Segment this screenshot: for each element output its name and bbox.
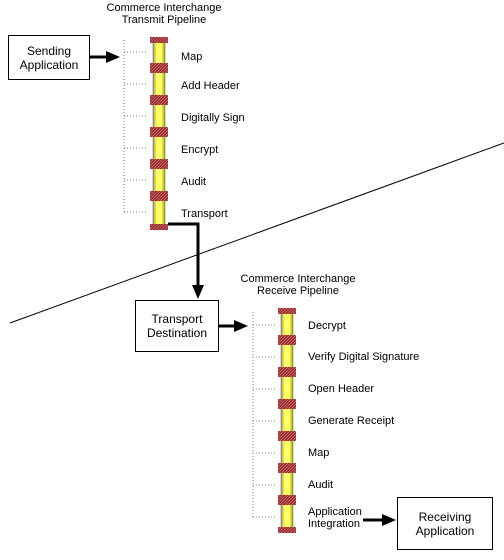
receive-step-map: Map (308, 447, 330, 459)
transport-line2: Destination (146, 326, 208, 340)
transmit-step-encrypt: Encrypt (181, 144, 219, 156)
sending-line1: Sending (26, 43, 72, 58)
pipe-joint (150, 191, 168, 201)
pipe-joint (278, 527, 296, 533)
app-integration-line1: Application (308, 506, 362, 518)
pipe-joint (150, 63, 168, 73)
pipe-joint (150, 224, 168, 230)
arrow-transmit-to-transport (168, 222, 204, 299)
transmit-pipeline-title: Commerce Interchange Transmit Pipeline (104, 2, 224, 26)
pipe-joint (150, 37, 168, 43)
receive-pipeline-title: Commerce Interchange Receive Pipeline (238, 273, 358, 297)
pipe-joint (278, 367, 296, 377)
transmit-title-line2: Transmit Pipeline (121, 14, 207, 26)
receive-step-verify-digital-signature: Verify Digital Signature (308, 351, 420, 363)
transmit-step-transport: Transport (181, 208, 228, 220)
pipe-joint (278, 431, 296, 441)
transmit-dotted-bracket (123, 40, 148, 213)
pipe-joint (150, 159, 168, 169)
receive-step-decrypt: Decrypt (308, 320, 346, 332)
pipe-joint (150, 95, 168, 105)
transmit-step-audit: Audit (181, 176, 207, 188)
pipe-joint (278, 308, 296, 314)
transport-destination-box: Transport Destination (135, 300, 219, 352)
transmit-step-add-header: Add Header (181, 80, 240, 92)
pipe-joint (278, 335, 296, 345)
receive-title-line1: Commerce Interchange (240, 273, 356, 285)
receiving-line2: Application (415, 523, 475, 538)
receive-dotted-bracket (252, 312, 276, 518)
receive-step-application-integration: Application Integration (308, 506, 362, 530)
receiving-application-box: Receiving Application (397, 497, 493, 550)
receive-step-audit: Audit (308, 479, 334, 491)
receiving-line1: Receiving (418, 509, 472, 524)
transmit-title-line1: Commerce Interchange (106, 2, 222, 14)
sending-application-box: Sending Application (8, 35, 90, 80)
pipe-joint (278, 495, 296, 505)
arrow-receive-to-receiving (363, 514, 396, 526)
arrow-sending-to-transmit (89, 51, 120, 63)
pipe-joint (278, 463, 296, 473)
receive-step-generate-receipt: Generate Receipt (308, 415, 395, 427)
sending-line2: Application (19, 57, 79, 72)
app-integration-line2: Integration (308, 518, 360, 530)
arrow-transport-to-receive (218, 320, 248, 332)
transmit-step-map: Map (181, 51, 203, 63)
receive-pipe-joints (278, 308, 296, 533)
pipe-joint (150, 127, 168, 137)
transmit-pipe-joints (150, 37, 168, 230)
transmit-step-digitally-sign: Digitally Sign (181, 112, 245, 124)
transport-line1: Transport (151, 312, 203, 326)
receive-step-open-header: Open Header (308, 383, 375, 395)
divider-line (9, 142, 504, 324)
pipe-joint (278, 399, 296, 409)
receive-title-line2: Receive Pipeline (257, 285, 339, 297)
